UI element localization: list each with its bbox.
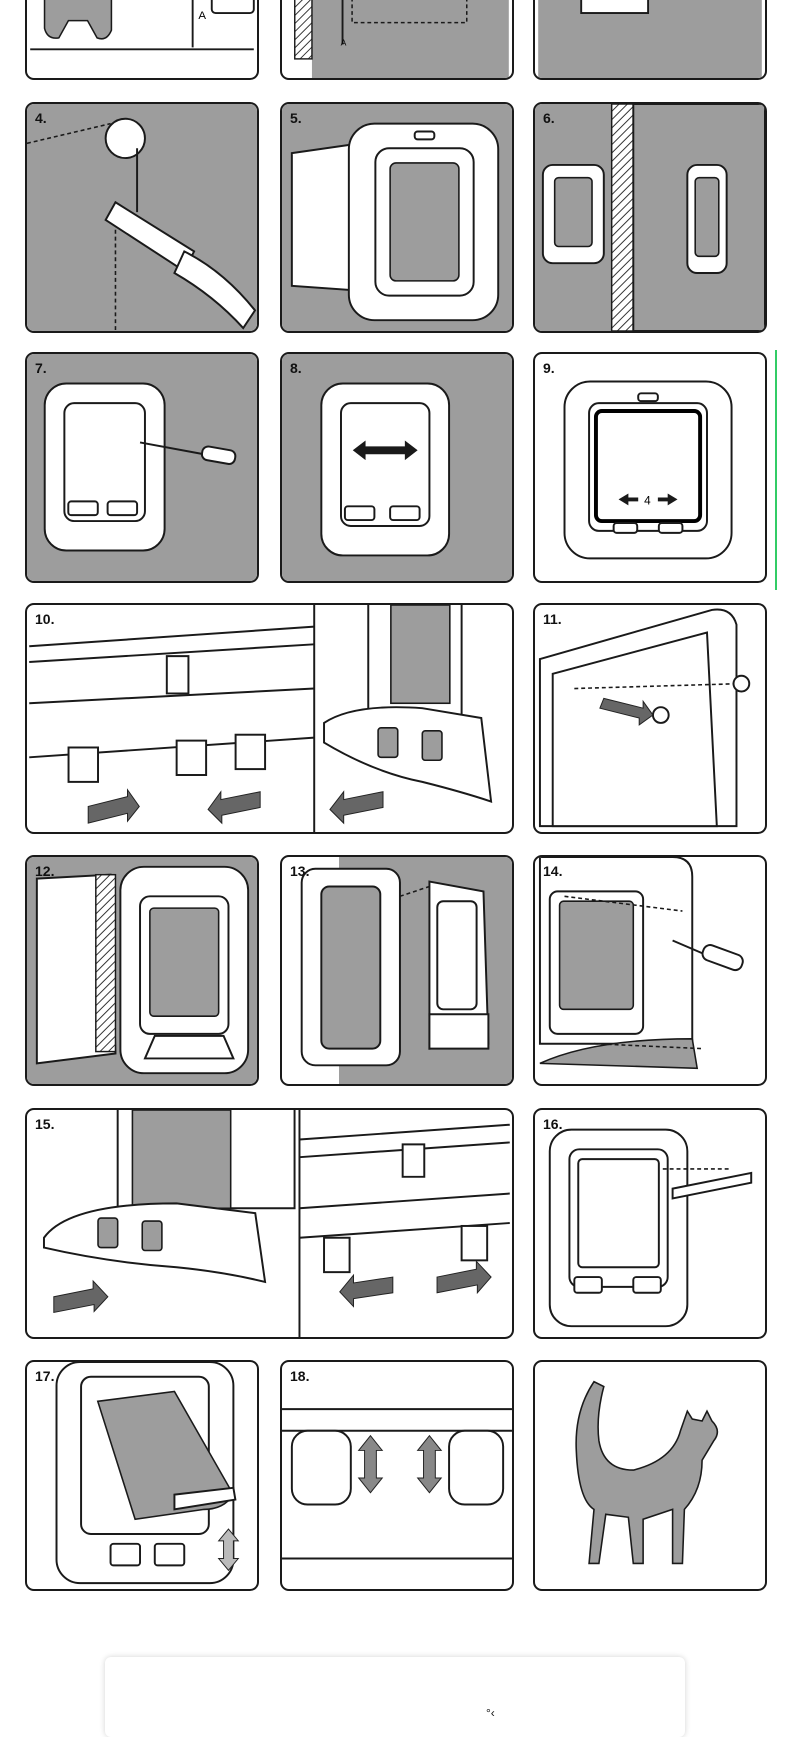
step-7-diagram	[27, 354, 257, 581]
lock-housing	[323, 706, 493, 803]
dog-silhouette	[43, 0, 113, 40]
step-17-panel: 17.	[25, 1360, 259, 1591]
step-8-diagram	[282, 354, 512, 581]
step-4-label: 4.	[35, 110, 47, 126]
step-16-panel: 16.	[533, 1108, 767, 1339]
step-13-panel: 13.	[280, 855, 514, 1086]
push-right-arrow-icon	[53, 1279, 109, 1314]
step-19-diagram	[575, 1380, 719, 1565]
screwdriver-shaft	[139, 441, 205, 456]
lock-button-right	[448, 1429, 505, 1506]
step-11-panel: 11.	[533, 603, 767, 834]
step-14-label: 14.	[543, 863, 563, 879]
step-17-diagram	[55, 1362, 240, 1585]
push-right-arrow-icon	[87, 788, 140, 824]
step-3-diagram	[538, 0, 762, 78]
step-9-diagram: 4	[563, 380, 733, 560]
step-11-label: 11.	[543, 611, 562, 627]
up-down-arrow-left-icon	[357, 1434, 384, 1494]
step-8-label: 8.	[290, 360, 302, 376]
screwdriver-handle	[701, 944, 744, 972]
step-5-panel: 5.	[280, 102, 514, 333]
step-6-panel: 6.	[533, 102, 767, 333]
step-14-panel: 14.	[533, 855, 767, 1086]
screwdriver-shaft	[672, 939, 708, 957]
step-7-label: 7.	[35, 360, 47, 376]
step-19-panel	[533, 1360, 767, 1591]
step-13-label: 13.	[290, 863, 310, 879]
step-18-panel: 18.	[280, 1360, 514, 1591]
cropped-mark-icon: °‹	[486, 1706, 495, 1720]
step-15-panel: 15.	[25, 1108, 514, 1339]
door-flap	[593, 409, 703, 524]
pull-right-arrow-icon	[436, 1260, 492, 1295]
step-10-panel: 10.	[25, 603, 514, 834]
magnet-key	[671, 1171, 753, 1200]
next-section-card	[105, 1657, 685, 1737]
lock-mode-number: 4	[644, 494, 651, 507]
step-12-panel: 12.	[25, 855, 259, 1086]
step-2-diagram: A	[294, 0, 509, 78]
step-8-panel: 8.	[280, 352, 514, 583]
step-16-label: 16.	[543, 1116, 563, 1132]
lock-button-left	[290, 1429, 352, 1506]
accent-divider	[775, 350, 777, 590]
step-15-diagram	[42, 1110, 510, 1337]
step-4-diagram	[27, 104, 257, 331]
up-down-arrow-right-icon	[416, 1434, 443, 1494]
step-9-panel: 4 9.	[533, 352, 767, 583]
step-12-diagram	[27, 857, 257, 1084]
step-17-label: 17.	[35, 1368, 55, 1384]
screw-cap-bottom	[651, 706, 670, 724]
tilt-arrow-icon	[217, 1528, 240, 1572]
step-4-panel: 4.	[25, 102, 259, 333]
dimension-label-a-small: A	[341, 38, 347, 48]
cut-hole	[104, 117, 146, 160]
step-6-diagram	[535, 104, 765, 331]
pull-left-arrow-icon	[329, 790, 384, 825]
dimension-label-a: A	[198, 10, 206, 22]
left-arrow-icon	[618, 493, 639, 506]
step-3-panel	[533, 0, 767, 80]
step-5-diagram	[282, 104, 512, 331]
step-10-label: 10.	[35, 611, 55, 627]
cat-silhouette	[575, 1380, 719, 1565]
slide-arrow-icon	[352, 440, 418, 461]
screwdriver-handle	[200, 445, 237, 465]
step-13-diagram	[300, 857, 512, 1084]
step-18-diagram	[282, 1408, 512, 1560]
insert-arrow-icon	[599, 697, 654, 726]
saw-handle	[173, 250, 257, 330]
step-1-panel: A	[25, 0, 259, 80]
step-12-label: 12.	[35, 863, 55, 879]
step-16-diagram	[548, 1128, 753, 1328]
step-10-diagram	[29, 605, 493, 832]
step-7-panel: 7.	[25, 352, 259, 583]
push-left-arrow-icon	[207, 790, 261, 825]
step-18-label: 18.	[290, 1368, 310, 1384]
step-11-diagram	[538, 608, 751, 828]
step-6-label: 6.	[543, 110, 555, 126]
right-arrow-icon	[657, 493, 678, 506]
step-9-label: 9.	[543, 360, 555, 376]
step-5-label: 5.	[290, 110, 302, 126]
step-1-diagram: A	[30, 0, 255, 51]
step-2-panel: A	[280, 0, 514, 80]
screw-cap-top	[732, 674, 751, 693]
step-15-label: 15.	[35, 1116, 55, 1132]
step-14-diagram	[538, 857, 744, 1070]
pull-left-arrow-icon	[339, 1273, 394, 1308]
